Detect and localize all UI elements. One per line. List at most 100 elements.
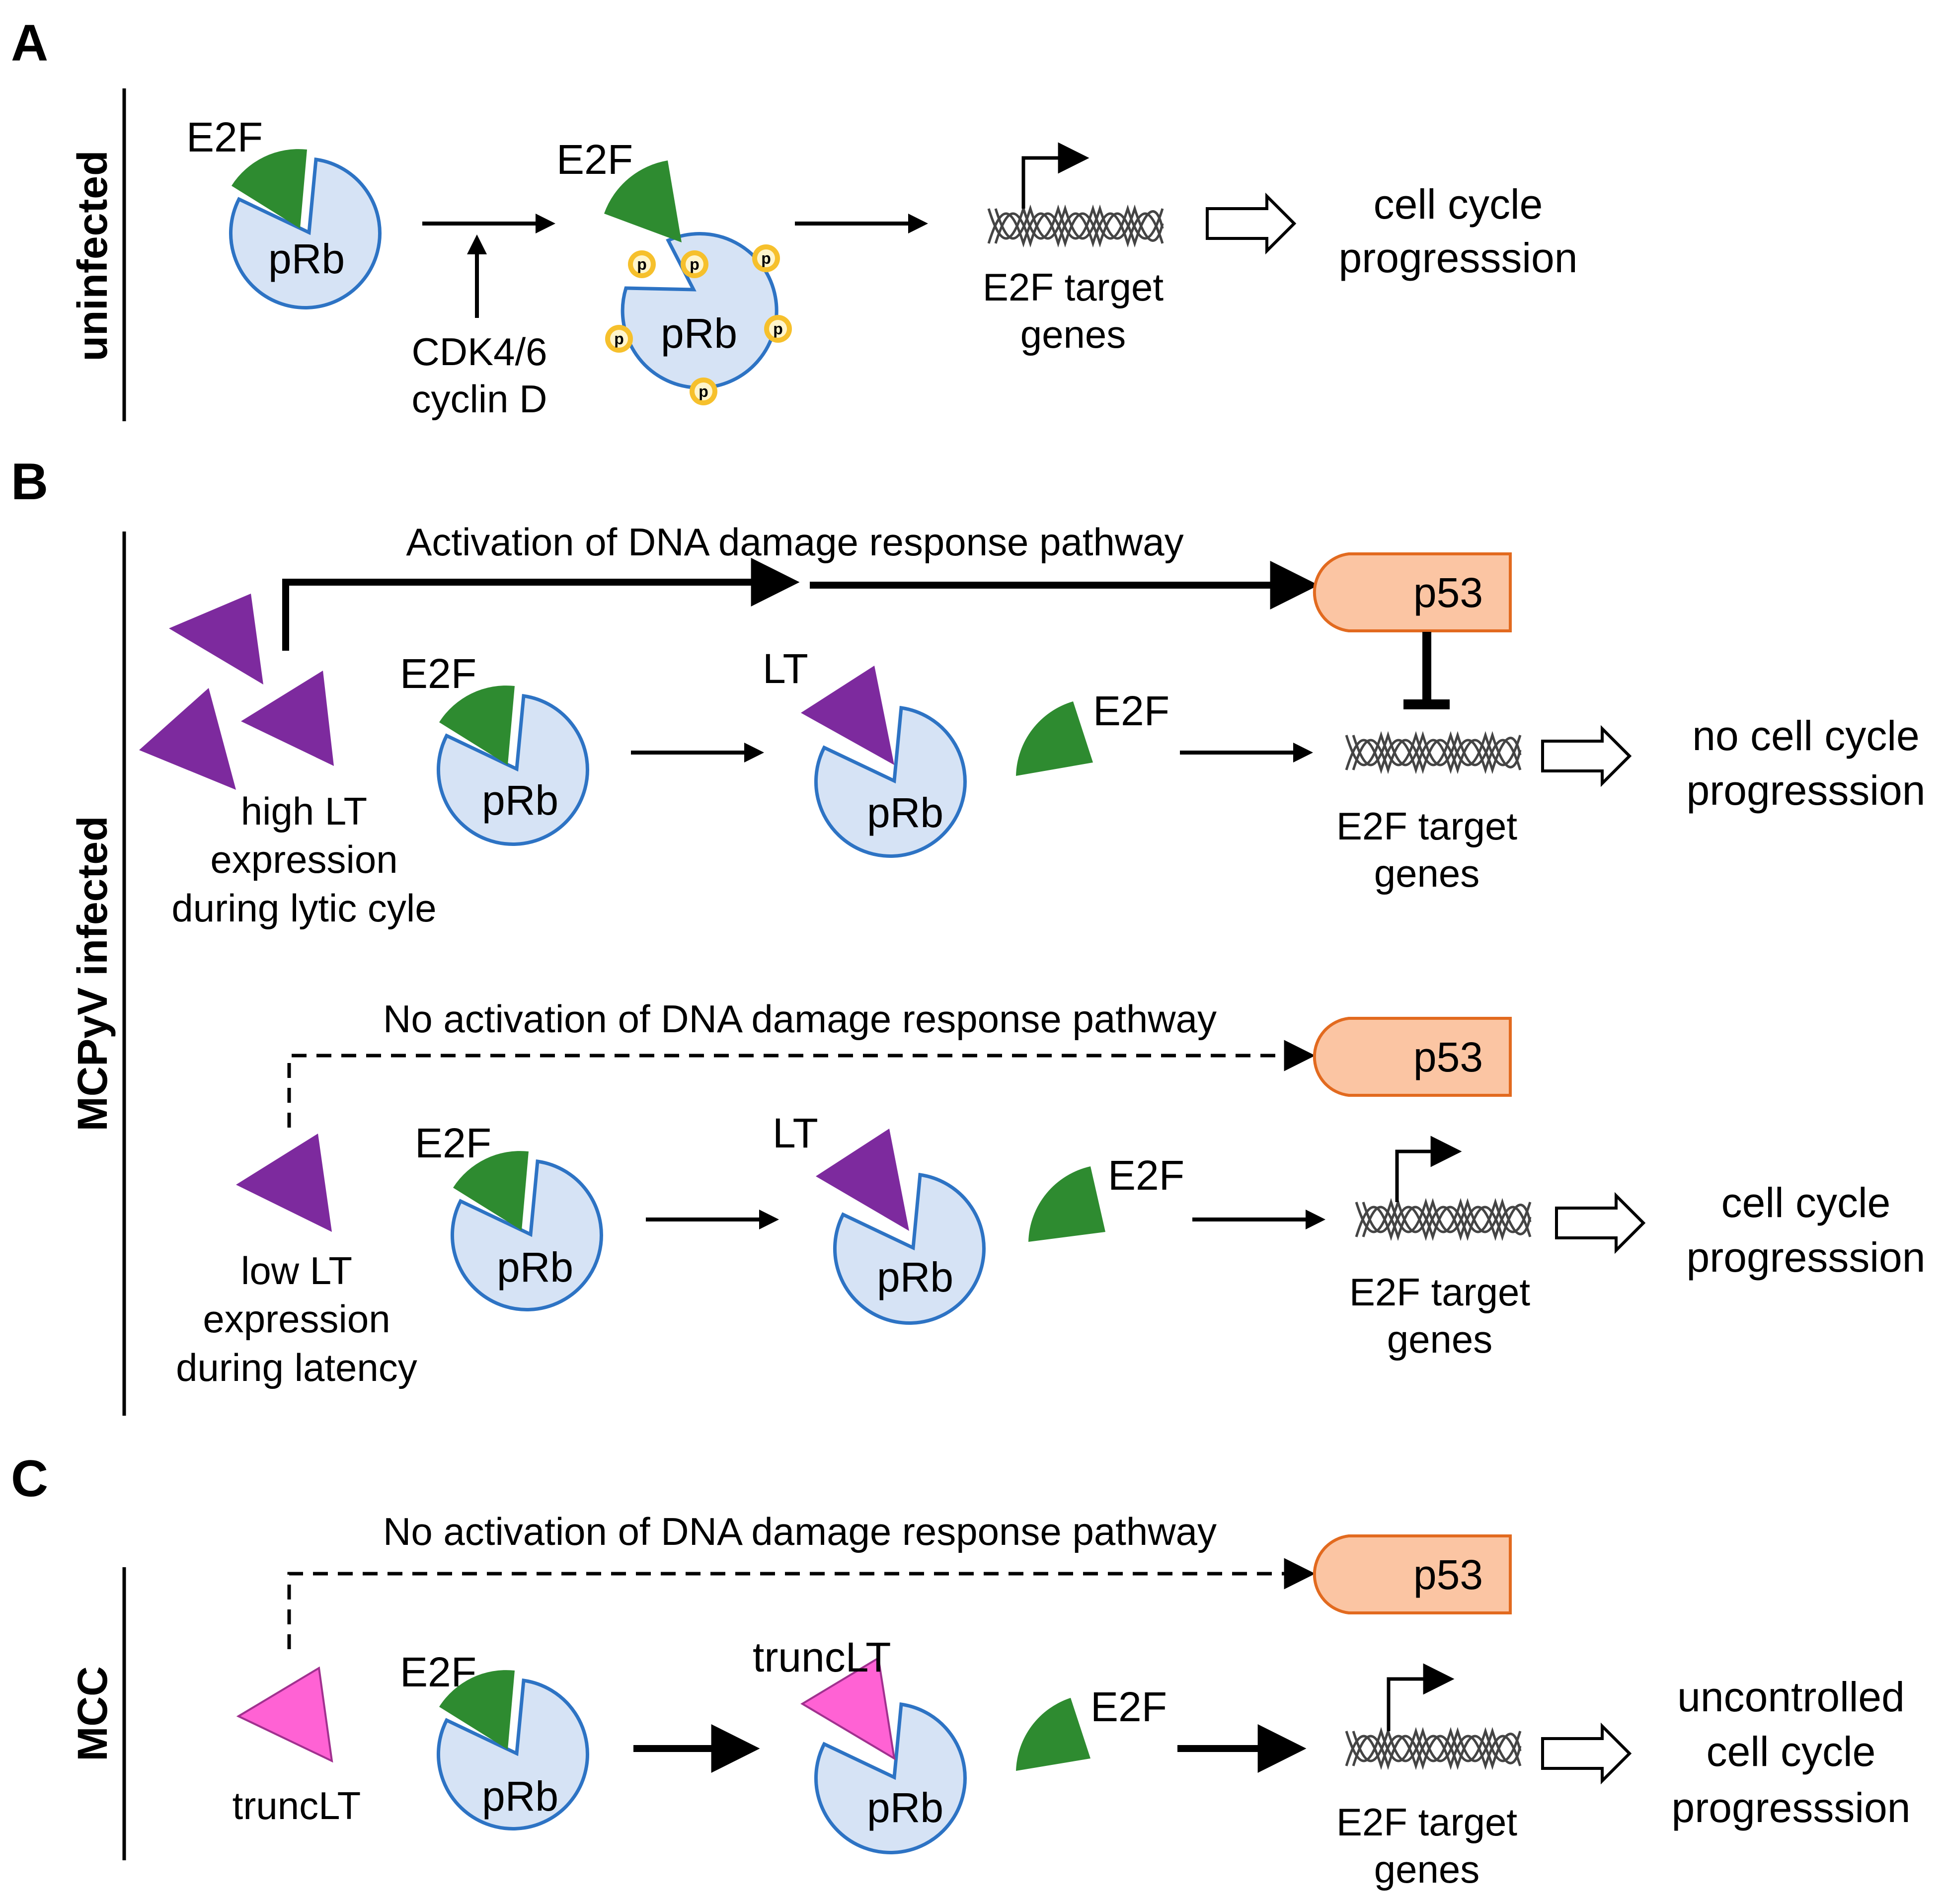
p53-protein <box>1313 552 1512 632</box>
no-ddr-label: No activation of DNA damage response pat… <box>383 1510 1217 1553</box>
low-lt-desc-2: expression <box>203 1297 390 1341</box>
gene-label-2: genes <box>1387 1317 1493 1361</box>
phospho-group: p <box>764 315 792 343</box>
outcome-label-1: cell cycle <box>1721 1179 1891 1226</box>
high-lt-desc-3: during lytic cyle <box>171 886 436 930</box>
e2f-label-2: E2F <box>556 136 633 183</box>
prb-label: pRb <box>482 1773 558 1820</box>
prb-protein <box>450 1159 603 1311</box>
gene-label-2: genes <box>1374 851 1480 895</box>
prb-label: pRb <box>482 777 558 824</box>
svg-text:p: p <box>761 249 771 267</box>
phospho-groups: p p p p p p <box>605 244 792 405</box>
e2f-protein-2 <box>604 160 682 242</box>
prb-label-2: pRb <box>661 310 737 357</box>
prb-e2f-complex-lytic: E2F pRb <box>400 650 589 846</box>
outcome-arrow-icon <box>1206 192 1297 255</box>
panel-a: A uninfected E2F pRb CDK4/6 cyclin D pRb… <box>11 14 1577 421</box>
prb-label: pRb <box>497 1244 573 1291</box>
e2f-protein <box>439 1670 515 1750</box>
prb-protein <box>814 705 967 858</box>
outcome-label-2: progresssion <box>1687 1234 1926 1281</box>
kinase-label-2: cyclin D <box>411 377 547 421</box>
panel-b: B MCPyV infected Activation of DNA damag… <box>11 453 1925 1416</box>
gene-label-2: genes <box>1020 312 1126 356</box>
prb-label: pRb <box>867 789 943 836</box>
ddr-arrow-1 <box>282 558 800 651</box>
panel-a-side-label: uninfected <box>69 151 116 362</box>
p53-label: p53 <box>1413 1034 1483 1080</box>
prb-protein <box>814 1702 967 1854</box>
e2f-target-genes-b2: E2F target genes <box>1349 1136 1531 1361</box>
outcome-arrow-icon <box>1555 1192 1646 1254</box>
no-ddr-dashed-arrow <box>287 1040 1316 1128</box>
gene-label-1: E2F target <box>1349 1270 1531 1314</box>
prb-protein <box>436 693 589 846</box>
kinase-label-1: CDK4/6 <box>411 330 547 374</box>
e2f-free-protein <box>1016 1698 1090 1771</box>
prb-protein <box>229 157 382 309</box>
dna-helix-icon <box>1346 735 1520 775</box>
prb-e2f-complex-mcc: E2F pRb <box>400 1649 589 1830</box>
outcome-arrow-icon <box>1541 1722 1632 1785</box>
transcription-start-arrow-icon <box>1387 1663 1455 1731</box>
trunclt-protein-icon <box>800 1656 896 1760</box>
e2f-label: E2F <box>186 114 263 160</box>
lt-label: LT <box>773 1110 818 1156</box>
dna-helix-icon <box>1346 1731 1520 1771</box>
prb-label: pRb <box>877 1254 953 1300</box>
prb-lt-complex-lytic: LT pRb <box>763 645 967 858</box>
phospho-prb: pRb E2F <box>556 136 778 390</box>
prb-protein <box>833 1172 986 1325</box>
high-lt-desc-2: expression <box>210 838 397 881</box>
e2f-free-protein <box>1028 1166 1105 1242</box>
e2f-free-label: E2F <box>1108 1152 1184 1199</box>
high-lt-desc-1: high LT <box>241 789 367 833</box>
svg-text:p: p <box>699 382 708 400</box>
phospho-group: p <box>628 250 656 278</box>
outcome-arrow-icon <box>1541 725 1632 787</box>
transcription-start-arrow-icon <box>1395 1136 1462 1202</box>
e2f-target-genes-a: E2F target genes <box>983 142 1164 356</box>
phospho-group: p <box>605 325 633 353</box>
prb-protein-2 <box>621 232 778 390</box>
e2f-label: E2F <box>415 1120 491 1166</box>
e2f-target-genes-c: E2F target genes <box>1336 1663 1520 1891</box>
trunclt-protein-icon <box>236 1666 333 1763</box>
low-lt-desc-3: during latency <box>176 1346 417 1389</box>
prb-e2f-complex: E2F pRb <box>186 114 382 309</box>
outcome-label-3: progresssion <box>1672 1784 1911 1831</box>
p53-label: p53 <box>1413 1551 1483 1598</box>
svg-text:p: p <box>773 320 783 338</box>
no-ddr-label: No activation of DNA damage response pat… <box>383 997 1217 1041</box>
e2f-free-label: E2F <box>1090 1683 1167 1730</box>
prb-label: pRb <box>268 235 345 282</box>
low-lt-desc-1: low LT <box>241 1249 352 1293</box>
trunclt-label: truncLT <box>233 1784 361 1828</box>
e2f-label: E2F <box>400 650 476 697</box>
panel-b-side-label: MCPyV infected <box>69 816 116 1132</box>
outcome-label-2: progresssion <box>1339 234 1578 281</box>
lytic-row: Activation of DNA damage response pathwa… <box>139 520 1925 930</box>
panel-c: C MCC No activation of DNA damage respon… <box>11 1450 1910 1891</box>
latency-row: No activation of DNA damage response pat… <box>176 997 1925 1389</box>
ddr-activation-label: Activation of DNA damage response pathwa… <box>406 520 1183 564</box>
lt-label: LT <box>763 645 808 692</box>
e2f-free-protein <box>1016 701 1093 776</box>
outcome-label-1: uncontrolled <box>1677 1674 1905 1720</box>
phospho-group: p <box>752 244 780 272</box>
svg-text:p: p <box>690 255 699 273</box>
svg-text:p: p <box>637 255 647 273</box>
gene-label-1: E2F target <box>1336 1800 1518 1844</box>
e2f-protein <box>453 1151 529 1230</box>
p53-protein <box>1313 1534 1512 1614</box>
prb-lt-complex-latency: LT pRb <box>773 1110 986 1325</box>
e2f-target-genes-b1: E2F target genes <box>1336 735 1520 895</box>
no-ddr-dashed-arrow <box>287 1558 1316 1649</box>
gene-label-2: genes <box>1374 1847 1480 1891</box>
e2f-free-label: E2F <box>1093 687 1169 734</box>
outcome-label-2: progresssion <box>1687 767 1926 814</box>
panel-letter-b: B <box>11 453 48 511</box>
e2f-protein <box>232 149 307 228</box>
panel-letter-a: A <box>11 14 48 72</box>
